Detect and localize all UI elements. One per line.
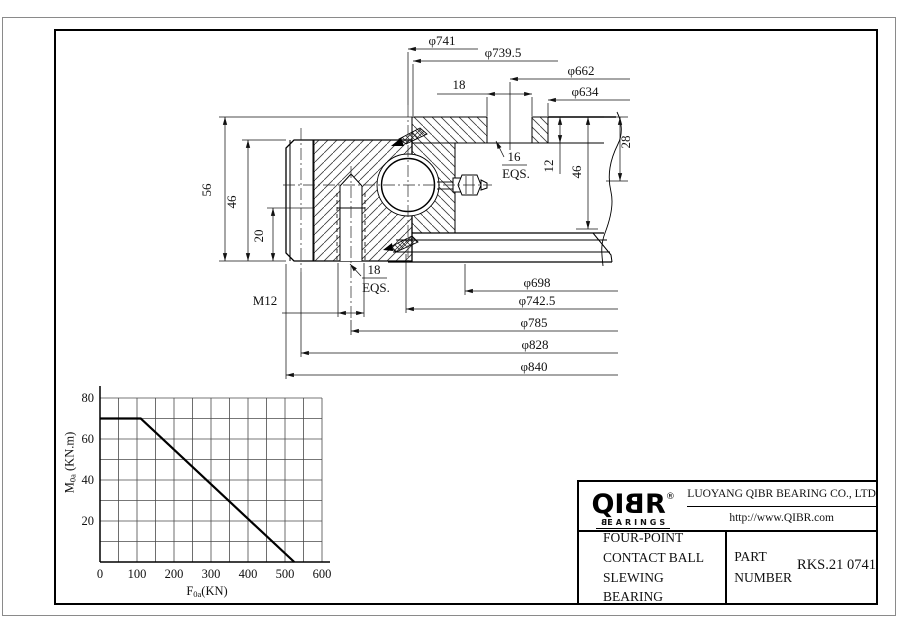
- load-curve: [100, 417, 296, 563]
- product-line-2: CONTACT BALL: [603, 549, 705, 565]
- dim-label-46-right: 46: [569, 165, 584, 179]
- load-chart: 0 100 200 300 400 500 600 20 40 60 80: [82, 386, 332, 581]
- chart-y-tick: 40: [82, 473, 95, 487]
- part-number-cell: PART NUMBER RKS.21 0741: [727, 532, 876, 603]
- chart-y-tick: 60: [82, 432, 95, 446]
- dim-label-634: φ634: [571, 84, 599, 99]
- centerlines: [283, 105, 492, 320]
- dim-label-16: 16: [508, 149, 522, 164]
- dimension-labels: φ741 φ739.5 φ662 φ634 18 16 EQS. 12 46 2…: [199, 33, 633, 374]
- company-name: LUOYANG QIBR BEARING CO., LTD: [687, 482, 876, 507]
- break-line: [601, 111, 622, 267]
- dim-label-20: 20: [251, 230, 266, 243]
- chart-x-tick: 600: [313, 567, 332, 581]
- product-description: FOUR-POINT CONTACT BALL SLEWING BEARING: [579, 530, 728, 604]
- dim-label-741: φ741: [428, 33, 455, 48]
- product-line-3: SLEWING BEARING: [603, 569, 664, 605]
- part-number-label: PART NUMBER: [734, 548, 793, 585]
- dim-label-18-bottom: 18: [368, 262, 381, 277]
- dim-label-28: 28: [618, 136, 633, 149]
- dim-label-18-top: 18: [453, 77, 466, 92]
- dim-label-840: φ840: [520, 359, 547, 374]
- dim-label-16-eqs: EQS.: [502, 166, 530, 181]
- part-number-value: RKS.21 0741: [797, 557, 876, 573]
- chart-y-tick: 80: [82, 391, 95, 405]
- dim-label-18-eqs: EQS.: [362, 280, 390, 295]
- chart-x-tick: 0: [97, 567, 103, 581]
- chart-x-tick: 500: [276, 567, 295, 581]
- dim-label-56: 56: [199, 183, 214, 197]
- chart-x-axis-label: F0a(KN): [186, 584, 228, 599]
- title-block: QIBR® BEARINGS LUOYANG QIBR BEARING CO.,…: [577, 480, 878, 605]
- title-block-header: QIBR® BEARINGS LUOYANG QIBR BEARING CO.,…: [579, 482, 876, 532]
- chart-y-axis-label: M0a (KN.m): [62, 431, 78, 494]
- qibr-logo: QIBR® BEARINGS: [579, 482, 687, 530]
- registered-mark: ®: [665, 492, 675, 502]
- dim-label-46-left: 46: [224, 195, 239, 209]
- title-block-body: FOUR-POINT CONTACT BALL SLEWING BEARING …: [579, 530, 876, 604]
- chart-x-tick: 100: [128, 567, 147, 581]
- dimensions: [219, 46, 630, 379]
- product-line-1: FOUR-POINT: [603, 530, 684, 546]
- dim-label-785: φ785: [520, 315, 547, 330]
- logo-wordmark: QIBR®: [591, 489, 675, 520]
- sheet-inner-border: [54, 29, 878, 605]
- dim-label-662: φ662: [567, 63, 594, 78]
- dim-label-742-5: φ742.5: [519, 293, 556, 308]
- company-info: LUOYANG QIBR BEARING CO., LTD http://www…: [687, 482, 876, 530]
- seal-bottom: [383, 235, 419, 253]
- logo-subtitle: BEARINGS: [596, 518, 671, 529]
- chart-x-tick: 400: [239, 567, 258, 581]
- dim-label-698: φ698: [523, 275, 550, 290]
- chart-x-tick: 200: [165, 567, 184, 581]
- company-website: http://www.QIBR.com: [729, 512, 834, 525]
- chart-x-tick: 300: [202, 567, 221, 581]
- chart-y-tick: 20: [82, 514, 95, 528]
- dim-label-828: φ828: [521, 337, 548, 352]
- seal-top: [391, 127, 428, 146]
- sheet-outer-border: [2, 17, 896, 616]
- dim-label-m12: M12: [253, 293, 278, 308]
- bearing-cross-section: [267, 105, 622, 320]
- dim-label-739-5: φ739.5: [485, 45, 522, 60]
- dim-label-12: 12: [541, 160, 556, 173]
